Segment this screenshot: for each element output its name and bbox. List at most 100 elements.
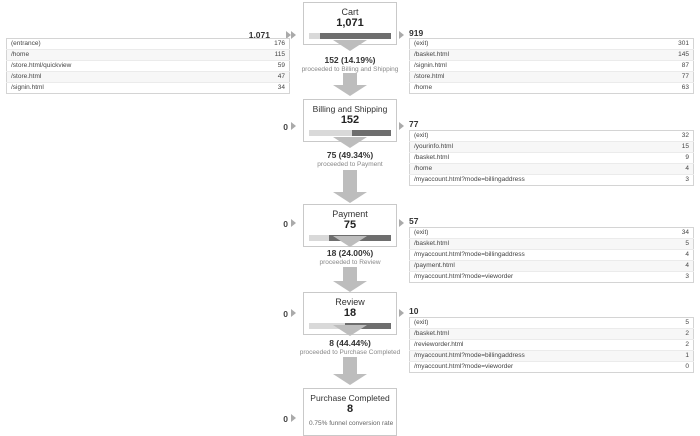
row-label: (exit) — [409, 227, 659, 239]
funnel-arrow-2-shaft — [343, 170, 357, 192]
row-label: /basket.html — [409, 238, 659, 250]
funnel-neck-payment — [333, 236, 367, 247]
funnel-step-cart-title: Cart — [341, 7, 359, 17]
funnel-neck-billing — [333, 137, 367, 148]
row-value: 4 — [659, 260, 694, 272]
funnel-step-purchase-completed-title: Purchase Completed — [310, 393, 390, 403]
row-value: 145 — [659, 49, 694, 61]
row-value: 47 — [255, 71, 290, 83]
row-label: /home — [6, 49, 255, 61]
funnel-arrow-3-shaft — [343, 267, 357, 281]
transition-main-2: 75 (49.34%) — [326, 150, 374, 160]
row-label: /store.html — [6, 71, 255, 83]
exit-total-billing-and-shipping: 77 — [409, 119, 419, 129]
row-value: 34 — [659, 227, 694, 239]
funnel-step-billing-and-shipping[interactable]: Billing and Shipping 152 — [303, 99, 397, 142]
exit-arrow-icon-review — [399, 309, 404, 317]
row-label: /store.html/quickview — [6, 60, 255, 72]
transition-main-4: 8 (44.44%) — [329, 338, 371, 348]
table-row[interactable]: (exit)5 — [409, 317, 694, 329]
funnel-step-payment-value: 75 — [343, 219, 357, 231]
funnel-step-cart[interactable]: Cart 1,071 — [303, 2, 397, 45]
cart-left-marker-icon — [291, 31, 296, 39]
table-row[interactable]: (exit)301 — [409, 38, 694, 50]
funnel-step-cart-value: 1,071 — [336, 17, 364, 29]
row-label: /signin.html — [409, 60, 659, 72]
entry-arrow-icon-payment — [291, 219, 296, 227]
funnel-step-billing-and-shipping-bar-fill — [351, 130, 391, 136]
funnel-step-billing-and-shipping-title: Billing and Shipping — [312, 104, 388, 114]
entry-total-billing-and-shipping: 0 — [283, 122, 288, 132]
exit-arrow-icon-billing — [399, 122, 404, 130]
row-value: 0 — [685, 363, 689, 370]
row-label: /myaccount.html?mode=vieworder — [414, 273, 514, 280]
row-value: 1 — [659, 350, 694, 362]
row-label: /home — [414, 84, 433, 91]
entry-total-review: 0 — [283, 309, 288, 319]
transition-label-payment-to-review: 18 (24.00%) proceeded to Review — [285, 248, 415, 267]
row-label: /payment.html — [409, 260, 659, 272]
funnel-step-purchase-completed[interactable]: Purchase Completed 8 0.75% funnel conver… — [303, 388, 397, 436]
entry-total-payment: 0 — [283, 219, 288, 229]
funnel-step-payment-title: Payment — [332, 209, 368, 219]
row-value: 15 — [659, 141, 694, 153]
exit-total-payment: 57 — [409, 216, 419, 226]
row-label: (entrance) — [6, 38, 255, 50]
transition-sub-3: proceeded to Review — [319, 259, 381, 266]
exit-total-cart: 919 — [409, 28, 424, 38]
transition-main-1: 152 (14.19%) — [324, 55, 376, 65]
row-value: 32 — [659, 130, 694, 142]
row-value: 3 — [685, 176, 689, 183]
row-value: 87 — [659, 60, 694, 72]
row-label: /basket.html — [409, 49, 659, 61]
entry-total-purchase-completed: 0 — [283, 414, 288, 424]
row-label: /home — [409, 163, 659, 175]
funnel-step-billing-and-shipping-bar — [309, 130, 391, 136]
row-label: (exit) — [409, 38, 659, 50]
row-label: /myaccount.html?mode=billingaddress — [409, 350, 659, 362]
table-row[interactable]: (entrance)176 — [6, 38, 290, 50]
transition-main-3: 18 (24.00%) — [326, 248, 374, 258]
table-row[interactable]: (exit)32 — [409, 130, 694, 142]
funnel-arrow-4-head — [333, 374, 367, 385]
funnel-arrow-2-head — [333, 192, 367, 203]
row-label: /signin.html — [11, 84, 44, 91]
funnel-neck-review — [333, 325, 367, 336]
entry-arrow-icon-review — [291, 309, 296, 317]
transition-label-cart-to-billing: 152 (14.19%) proceeded to Billing and Sh… — [285, 55, 415, 74]
funnel-arrow-1-shaft — [343, 73, 357, 85]
row-value: 2 — [659, 328, 694, 340]
row-value: 4 — [659, 249, 694, 261]
entry-arrow-icon-purchase — [291, 414, 296, 422]
table-row[interactable]: (exit)34 — [409, 227, 694, 239]
row-value: 2 — [659, 339, 694, 351]
row-value: 176 — [255, 38, 290, 50]
